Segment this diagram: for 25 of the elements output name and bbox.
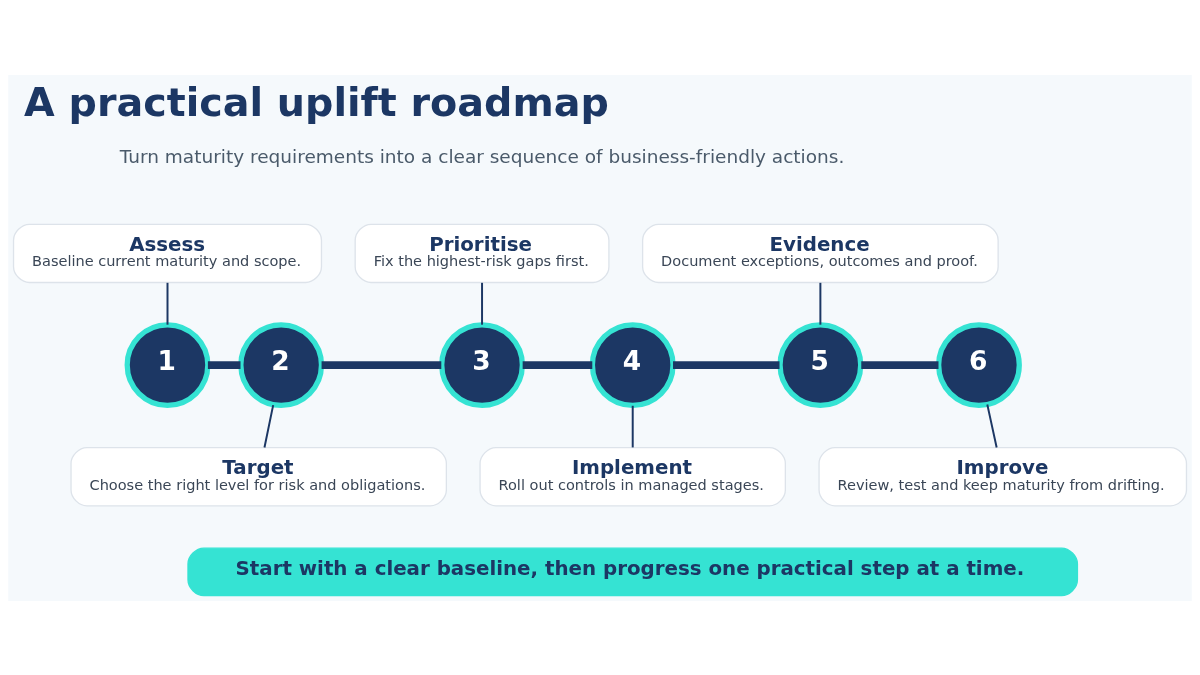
diagram-title: A practical uplift roadmap [24, 78, 609, 125]
node-circle: 6 [936, 321, 1022, 408]
connector [986, 403, 998, 448]
connector [166, 281, 169, 326]
connector [631, 404, 634, 448]
node-circle: 3 [439, 321, 525, 408]
label: Start with a clear baseline, then progress one practical step at a time. [235, 556, 1025, 580]
node-box: Evidence Document exceptions, outcomes and proof. [641, 223, 999, 283]
connector [481, 281, 484, 326]
connector [819, 281, 822, 326]
connector [263, 403, 275, 448]
connector [861, 360, 939, 369]
node-box: Target Choose the right level for risk and obligations. [70, 446, 448, 506]
node-circle: 2 [238, 321, 325, 408]
label: Turn maturity requirements into a clear sequence of business-friendly actions. [119, 145, 845, 167]
node-circle: 1 [124, 321, 211, 408]
node-box: Improve Review, test and keep maturity from drifting. [818, 446, 1188, 506]
node-box: Implement Roll out controls in managed stages. [479, 446, 786, 506]
connector [522, 360, 593, 369]
node-box: Assess Baseline current maturity and scope. [12, 223, 323, 283]
node-circle: 5 [777, 321, 864, 408]
node-circle: 4 [589, 321, 676, 408]
connector [321, 360, 442, 369]
node-box: Prioritise Fix the highest-risk gaps first. [354, 223, 610, 283]
connector [673, 360, 780, 369]
